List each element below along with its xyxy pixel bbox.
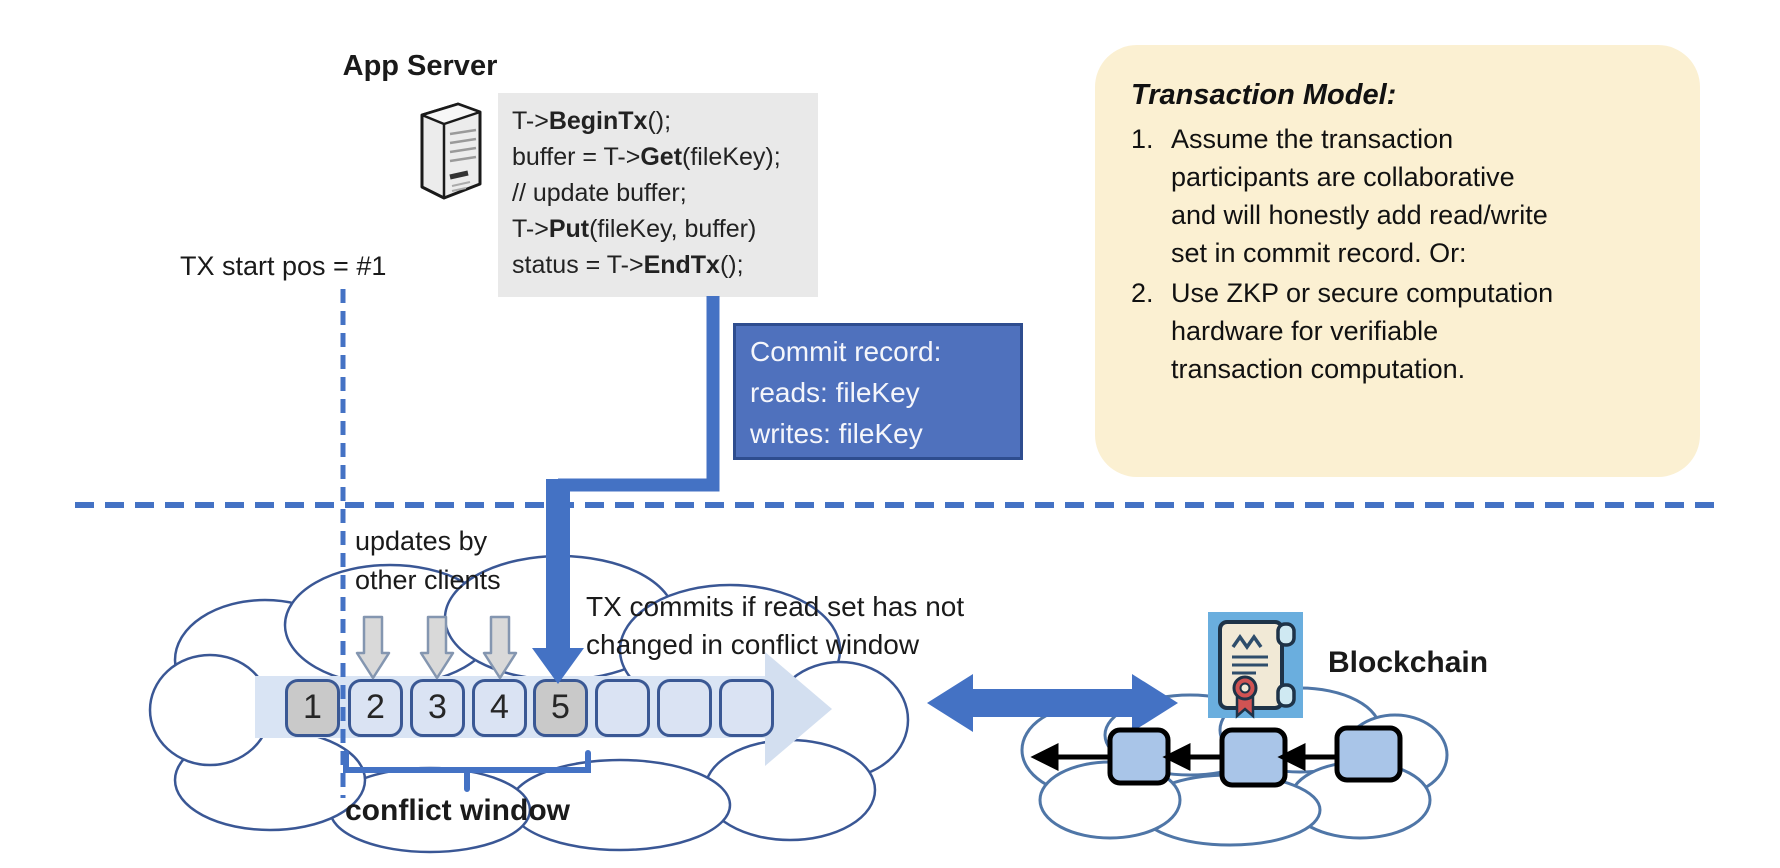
code-line: status = T->EndTx(); bbox=[512, 251, 744, 279]
blockchain-label: Blockchain bbox=[1328, 646, 1489, 679]
timeline-block: 4 bbox=[472, 679, 527, 737]
commit-record-title: Commit record: bbox=[750, 336, 942, 367]
timeline-block bbox=[595, 679, 650, 737]
commit-record-box: Commit record: reads: fileKey writes: fi… bbox=[733, 323, 1023, 460]
transaction-model-title: Transaction Model: bbox=[1131, 79, 1397, 111]
list-item-text: Assume the transaction participants are … bbox=[1171, 124, 1548, 268]
conflict-window-label: conflict window bbox=[345, 794, 570, 827]
commit-record-reads: reads: fileKey bbox=[750, 377, 920, 408]
timeline-block: 5 bbox=[533, 679, 588, 737]
list-number: 1. bbox=[1131, 124, 1154, 154]
timeline-block bbox=[657, 679, 712, 737]
list-item-text: Use ZKP or secure computation hardware f… bbox=[1171, 278, 1554, 384]
update-down-arrow-icon bbox=[355, 615, 518, 680]
app-server-title: App Server bbox=[342, 50, 498, 82]
scroll-certificate-icon bbox=[1208, 612, 1303, 719]
transaction-model-note: Transaction Model: 1. Assume the transac… bbox=[1095, 45, 1700, 477]
code-line: T->BeginTx(); bbox=[512, 107, 672, 135]
sync-double-arrow-icon bbox=[927, 674, 1178, 732]
list-number: 2. bbox=[1131, 278, 1154, 308]
commit-record-writes: writes: fileKey bbox=[750, 418, 923, 449]
transaction-model-item: 1. Assume the transaction participants a… bbox=[1131, 120, 1670, 272]
blockchain-blocks bbox=[1030, 725, 1403, 788]
timeline-block bbox=[719, 679, 774, 737]
tx-start-pos-label: TX start pos = #1 bbox=[180, 251, 387, 281]
transaction-code-box: T->BeginTx(); buffer = T->Get(fileKey); … bbox=[498, 93, 818, 297]
blockchain-cloud bbox=[1020, 686, 1449, 847]
tx-commits-label: TX commits if read set has not changed i… bbox=[586, 591, 965, 660]
timeline-block: 1 bbox=[285, 679, 340, 737]
updates-by-other-clients-label: updates by other clients bbox=[355, 526, 501, 595]
timeline-block: 2 bbox=[348, 679, 403, 737]
chain-link-left-arrow-icon bbox=[1030, 742, 1337, 772]
code-line: T->Put(fileKey, buffer) bbox=[512, 215, 757, 243]
timeline-block: 3 bbox=[410, 679, 465, 737]
code-line: buffer = T->Get(fileKey); bbox=[512, 143, 781, 171]
server-tower-icon bbox=[420, 102, 482, 200]
transaction-model-item: 2. Use ZKP or secure computation hardwar… bbox=[1131, 274, 1670, 388]
code-line: // update buffer; bbox=[512, 179, 687, 207]
conflict-window-bracket bbox=[343, 750, 591, 792]
